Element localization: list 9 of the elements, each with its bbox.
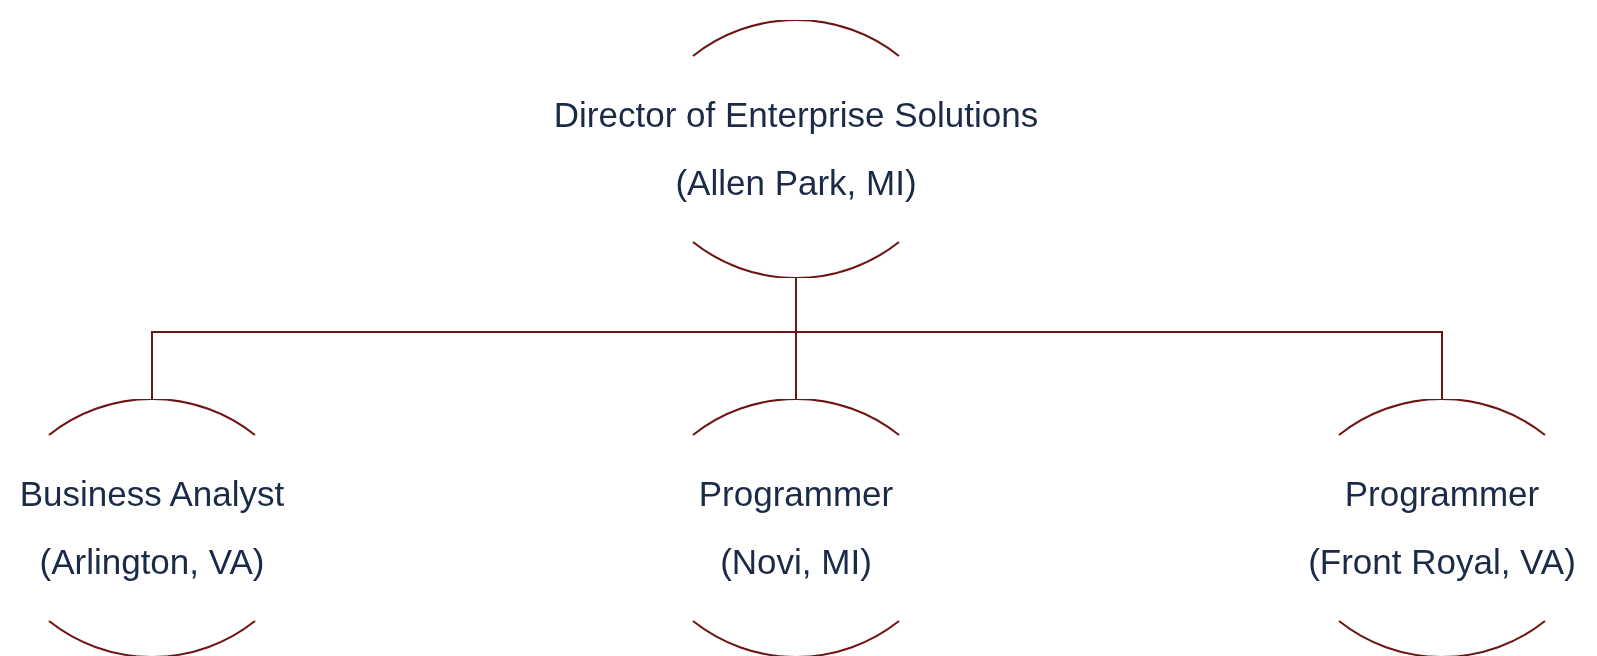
role-title: Business Analyst [19, 474, 285, 514]
role-title: Programmer [698, 474, 894, 514]
role-title: Programmer [1344, 474, 1540, 514]
location-text: (Arlington, VA) [39, 542, 265, 582]
location-text: (Novi, MI) [720, 542, 872, 582]
location-text: (Allen Park, MI) [675, 163, 917, 203]
connector-line [795, 277, 1443, 400]
role-title: Director of Enterprise Solutions [553, 95, 1039, 135]
location-text: (Front Royal, VA) [1308, 542, 1576, 582]
